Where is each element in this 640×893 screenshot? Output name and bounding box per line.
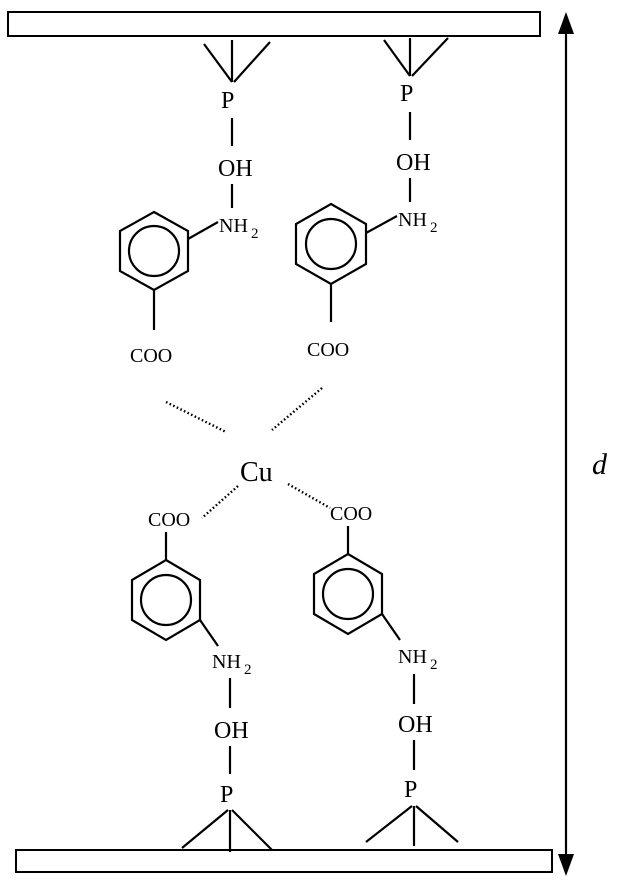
bottom-left-hydroxyl-label: OH: [214, 718, 249, 744]
coordination-bond-bottom-left: [201, 485, 239, 519]
bottom-right-amine-subscript: 2: [430, 657, 438, 673]
distance-label: d: [592, 448, 608, 481]
top-right-amine-subscript: 2: [430, 220, 438, 236]
top-right-amine-label: NH: [398, 209, 427, 231]
top-left-amine-label: NH: [219, 215, 248, 237]
top-left-amine-subscript: 2: [251, 226, 259, 242]
bottom-right-carboxylate-label: COO: [330, 503, 372, 525]
top-right-carboxylate-label: COO: [307, 339, 349, 361]
bottom-right-ligand: COO NH 2 OH P: [312, 503, 459, 846]
bottom-left-amine-label: NH: [212, 651, 241, 673]
top-right-hydroxyl-label: OH: [396, 150, 431, 176]
coordination-bond-top-right: [271, 387, 323, 431]
bottom-left-amine-subscript: 2: [244, 662, 252, 678]
bottom-left-ligand: COO NH 2 OH P: [130, 509, 273, 852]
interlayer-distance-arrow: [558, 12, 574, 876]
bottom-right-hydroxyl-label: OH: [398, 712, 433, 738]
top-left-carboxylate-label: COO: [130, 345, 172, 367]
bottom-left-phosphorus-label: P: [220, 782, 233, 808]
coordination-bond-bottom-right: [287, 482, 331, 510]
top-layer-plate: [7, 11, 541, 37]
top-left-benzene-ring: [118, 210, 190, 292]
coordination-bond-top-left: [165, 400, 227, 434]
bottom-layer-plate: [15, 849, 553, 873]
top-left-ligand: P OH NH 2 COO: [118, 40, 271, 367]
bottom-right-benzene-ring: [312, 552, 384, 636]
top-right-phosphorus-label: P: [400, 81, 413, 107]
bottom-left-benzene-ring: [130, 558, 202, 642]
copper-label: Cu: [240, 457, 273, 488]
top-left-hydroxyl-label: OH: [218, 156, 253, 182]
bottom-right-phosphorus-label: P: [404, 777, 417, 803]
top-left-phosphorus-label: P: [221, 88, 234, 114]
bottom-right-amine-label: NH: [398, 646, 427, 668]
top-right-ligand: P OH NH 2 COO: [294, 37, 449, 361]
bottom-left-carboxylate-label: COO: [148, 509, 190, 531]
